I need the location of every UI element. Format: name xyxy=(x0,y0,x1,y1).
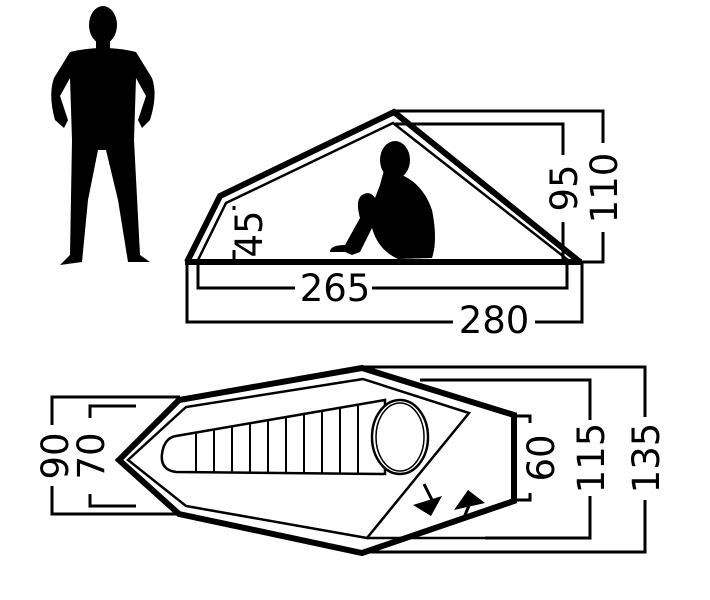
dim-90-label: 90 xyxy=(34,432,77,479)
dim-280-bracket xyxy=(185,262,584,324)
top-view: 90 70 60 115 135 xyxy=(34,364,668,557)
dim-265-bracket xyxy=(196,262,569,290)
dim-115-bracket xyxy=(420,378,592,540)
vent-arrows-icon xyxy=(413,483,485,521)
tent-outer-profile xyxy=(184,108,582,265)
side-view: 265 280 95 110 45 xyxy=(184,108,626,342)
dim-135-bracket xyxy=(362,365,647,554)
standing-person-icon xyxy=(51,6,155,265)
dim-110-bracket xyxy=(396,109,605,264)
dim-45-label: 45 xyxy=(228,210,271,257)
sleeping-bag-icon xyxy=(160,398,430,476)
dim-90-bracket xyxy=(50,395,180,516)
sitting-person-icon xyxy=(330,141,435,259)
dim-95-bracket xyxy=(395,122,565,262)
dim-60-label: 60 xyxy=(520,434,563,481)
dim-280-label: 280 xyxy=(459,299,530,342)
dim-110-label: 110 xyxy=(583,153,626,224)
dim-60-bracket xyxy=(514,414,532,502)
tent-inner-profile xyxy=(196,121,569,261)
tent-inner-footprint xyxy=(126,377,472,540)
dim-135-label: 135 xyxy=(625,423,668,494)
dim-70-bracket xyxy=(88,404,136,508)
dim-95-label: 95 xyxy=(543,164,586,211)
dim-265-label: 265 xyxy=(300,267,371,310)
tent-outer-footprint xyxy=(114,364,517,557)
dim-115-label: 115 xyxy=(570,423,613,494)
dim-70-label: 70 xyxy=(70,432,113,479)
